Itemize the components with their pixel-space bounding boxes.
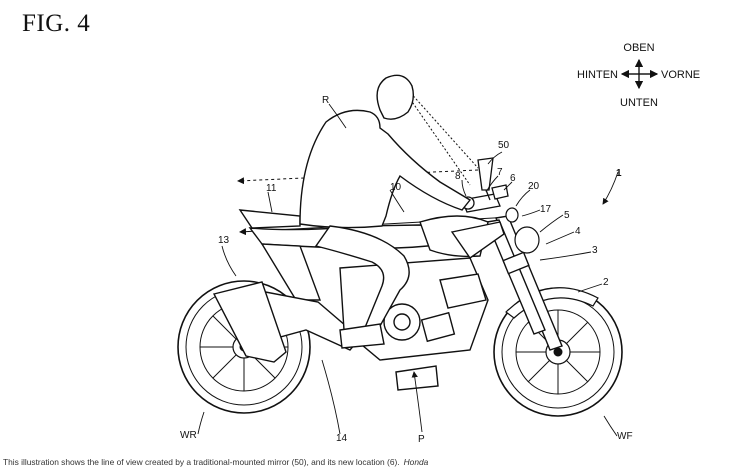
caption-text: This illustration shows the line of view… <box>3 457 400 467</box>
label-14: 14 <box>336 433 348 444</box>
leader-lines <box>197 103 619 437</box>
exhaust-p <box>395 365 439 391</box>
rear-box-13 <box>212 281 287 363</box>
label-3: 3 <box>592 245 598 256</box>
rider-torso <box>299 109 472 229</box>
compass-right-label: VORNE <box>661 69 700 81</box>
label-p: P <box>418 434 425 445</box>
orientation-compass <box>620 58 659 90</box>
rider-head <box>376 74 415 120</box>
label-20: 20 <box>528 181 540 192</box>
label-6: 6 <box>510 173 516 184</box>
compass-up-label: OBEN <box>623 42 654 54</box>
label-wr: WR <box>180 430 197 441</box>
mirror-50 <box>477 157 494 191</box>
front-fork <box>486 215 563 351</box>
compass-left-label: HINTEN <box>577 69 618 81</box>
label-5: 5 <box>564 210 570 221</box>
label-11: 11 <box>266 183 277 194</box>
caption-credit: Honda <box>403 457 429 467</box>
tail-cowl <box>238 209 301 229</box>
label-wf: WF <box>617 431 633 442</box>
figure-title: FIG. 4 <box>22 10 91 37</box>
headlight-assembly <box>505 207 540 254</box>
label-r: R <box>322 95 329 106</box>
label-10: 10 <box>390 182 402 193</box>
label-8: 8 <box>455 171 461 182</box>
eye-line-upper <box>407 89 479 169</box>
label-13: 13 <box>218 235 230 246</box>
label-17: 17 <box>540 204 552 215</box>
label-7: 7 <box>497 167 503 178</box>
label-1: 1 <box>616 168 622 179</box>
image-caption: This illustration shows the line of view… <box>3 457 733 467</box>
label-2: 2 <box>603 277 609 288</box>
label-50: 50 <box>498 140 510 151</box>
mirror-6 <box>491 184 509 200</box>
label-4: 4 <box>575 226 581 237</box>
rider <box>299 74 472 349</box>
rider-boot <box>339 323 385 349</box>
compass-down-label: UNTEN <box>620 97 658 109</box>
